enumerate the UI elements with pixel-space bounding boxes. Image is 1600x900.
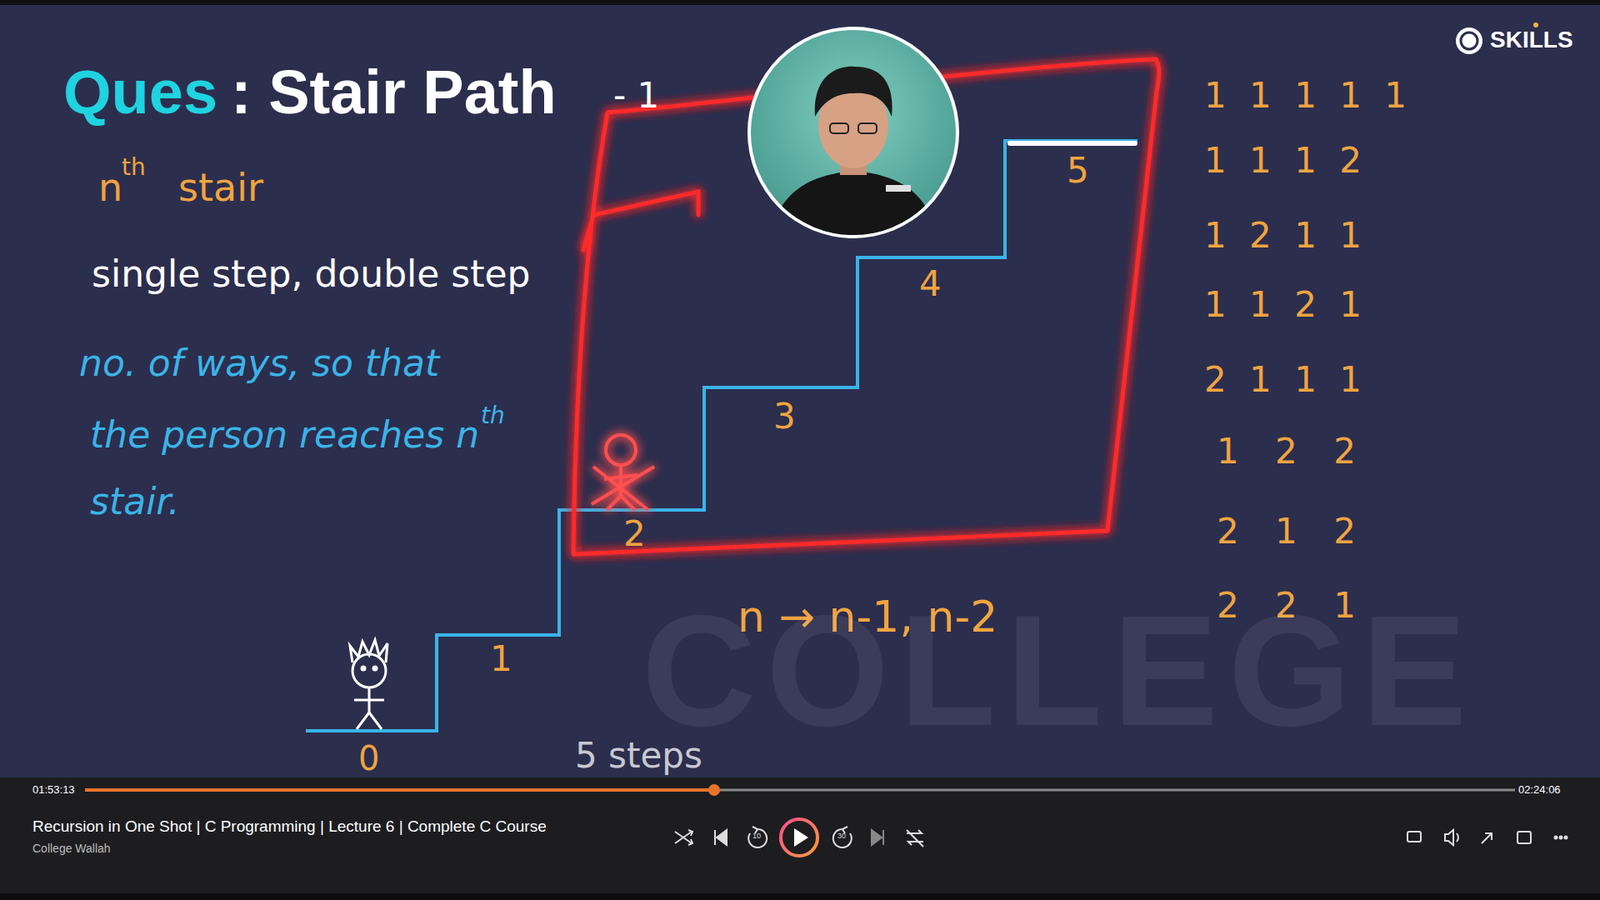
path-row: 1 2 2 bbox=[1216, 432, 1356, 471]
title-word: Ques bbox=[63, 58, 218, 126]
stair-number: 5 bbox=[1066, 151, 1090, 190]
stick-figure bbox=[350, 640, 388, 730]
path-row: 1 1 1 1 1 bbox=[1204, 76, 1407, 115]
time-elapsed: 01:53:13 bbox=[32, 784, 75, 796]
question-text: the person reaches n bbox=[90, 415, 480, 455]
path-row: 1 2 1 1 bbox=[1204, 216, 1362, 255]
path-row: 1 1 1 2 bbox=[1204, 141, 1362, 180]
stair-number: 1 bbox=[490, 640, 513, 679]
rule-text: single step, double step bbox=[91, 254, 531, 295]
highlight-frame bbox=[573, 59, 1160, 555]
time-total: 02:24:06 bbox=[1518, 784, 1561, 796]
top-strip bbox=[0, 0, 1600, 5]
channel-name: College Wallah bbox=[32, 842, 111, 855]
presenter-video bbox=[745, 25, 963, 250]
top-stair-mark bbox=[1010, 140, 1135, 146]
prompt-text: stair bbox=[178, 166, 264, 210]
skip-number: 10 bbox=[752, 832, 761, 841]
watermark: COLLEGE bbox=[641, 583, 1477, 758]
player-controls bbox=[675, 819, 1568, 856]
stair-number: 0 bbox=[358, 740, 380, 777]
prompt-text: n bbox=[98, 166, 123, 210]
player-bar bbox=[0, 777, 1600, 900]
title-text: : Stair Path bbox=[230, 58, 557, 126]
stair-number: 4 bbox=[919, 265, 942, 304]
path-row: 2 1 2 bbox=[1216, 512, 1356, 551]
video-title: Recursion in One Shot | C Programming | … bbox=[32, 818, 547, 836]
path-row: 1 1 2 1 bbox=[1204, 285, 1362, 325]
title-suffix: - 1 bbox=[613, 76, 660, 115]
stair-number: 2 bbox=[623, 515, 646, 554]
path-row: 2 1 1 1 bbox=[1204, 360, 1362, 400]
stair-number: 3 bbox=[773, 397, 796, 436]
brand-name: SKILLS bbox=[1490, 27, 1574, 54]
superscript: th bbox=[121, 155, 146, 181]
superscript: th bbox=[480, 403, 505, 430]
question-text: no. of ways, so that bbox=[79, 343, 440, 384]
skip-number: 30 bbox=[837, 832, 846, 841]
question-text: stair. bbox=[90, 481, 180, 522]
